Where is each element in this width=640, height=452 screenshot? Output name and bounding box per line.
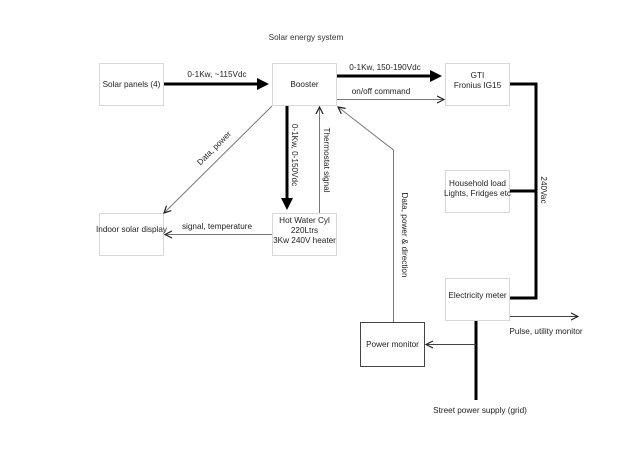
edge-label: on/off command (352, 87, 411, 96)
node-label: Booster (290, 80, 318, 89)
node-label: Indoor solar display (96, 225, 168, 234)
node-label: Electricity meter (448, 291, 507, 300)
edge-booster-to-gti: 0-1Kw, 150-190Vdc (337, 63, 442, 82)
node-label: Lights, Fridges etc (444, 189, 511, 198)
node-label: 220Ltrs (291, 226, 318, 235)
edge-panels-to-booster: 0-1Kw, ~115Vdc (164, 70, 269, 90)
node-label: Solar panels (4) (103, 80, 161, 89)
node-booster: Booster (272, 63, 337, 106)
edge-label: 0-1Kw, 0-150Vdc (290, 124, 299, 186)
edge-label: Pulse, utility monitor (509, 327, 583, 336)
signal-line (338, 107, 394, 322)
edge-label: Thermostat signal (322, 127, 331, 192)
edge-label: Data, power (195, 129, 233, 167)
edge-booster-to-display: Data, power (164, 105, 273, 213)
edge-label: signal, temperature (182, 222, 253, 231)
edge-label: Data, power & direction (400, 192, 409, 278)
edge-hotwater-to-display: signal, temperature (165, 222, 272, 235)
signal-line (164, 105, 273, 213)
node-label: GTI (471, 71, 485, 80)
node-household-load: Household load Lights, Fridges etc (444, 170, 511, 213)
node-label: 3Kw 240V heater (273, 236, 336, 245)
node-gti: GTI Fronius IG15 (445, 63, 510, 106)
edge-meter-pulse: Pulse, utility monitor (509, 317, 583, 336)
node-hot-water-cylinder: Hot Water Cyl 220Ltrs 3Kw 240V heater (272, 213, 337, 256)
edge-label: Street power supply (grid) (433, 406, 527, 415)
edge-label: 0-1Kw, 150-190Vdc (349, 63, 420, 72)
edge-monitor-to-booster: Data, power & direction (338, 107, 409, 322)
edge-label: 240Vac (539, 176, 548, 203)
node-label: Power monitor (366, 340, 419, 349)
node-power-monitor: Power monitor (360, 322, 425, 367)
edge-booster-to-gti-command: on/off command (337, 87, 444, 100)
edge-hotwater-to-booster: Thermostat signal (320, 107, 331, 213)
node-indoor-display: Indoor solar display (96, 213, 168, 256)
edge-booster-to-hotwater: 0-1Kw, 0-150Vdc (281, 106, 299, 210)
edge-grid-supply: Street power supply (grid) (433, 321, 527, 415)
node-solar-panels: Solar panels (4) (99, 63, 164, 106)
node-label: Fronius IG15 (454, 81, 502, 90)
diagram-title: Solar energy system (269, 33, 344, 42)
node-label: Household load (449, 179, 506, 188)
edge-label: 0-1Kw, ~115Vdc (187, 70, 246, 79)
node-label: Hot Water Cyl (279, 216, 330, 225)
node-electricity-meter: Electricity meter (445, 278, 510, 321)
edge-ac-bus: 240Vac (510, 82, 548, 300)
